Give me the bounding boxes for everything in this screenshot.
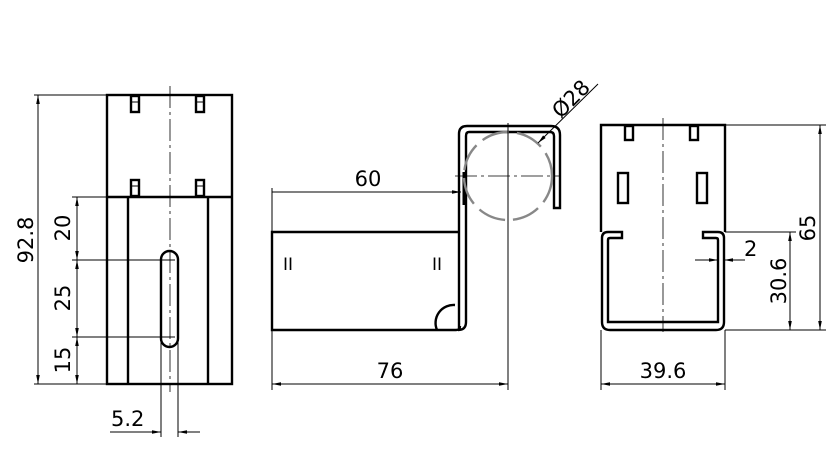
- mark-right: II: [432, 255, 442, 275]
- dim-thickness: 2: [744, 237, 757, 261]
- end-view: 65 30.6 2 39.6: [599, 118, 826, 390]
- dim-bottom: 15: [51, 347, 75, 374]
- dim-depth: 60: [355, 167, 382, 191]
- dim-total-width: 76: [377, 359, 404, 383]
- dim-slot: 25: [51, 285, 75, 312]
- front-outline: [105, 93, 234, 386]
- dim-channel-height: 30.6: [767, 258, 791, 305]
- side-body: [270, 230, 462, 332]
- dim-overall-height: 92.8: [14, 217, 38, 264]
- dim-width: 39.6: [640, 359, 687, 383]
- dim-diameter: Ø28: [547, 75, 595, 123]
- tabs: [129, 94, 206, 198]
- dim-slot-width: 5.2: [111, 407, 144, 431]
- hook-profile: [457, 124, 562, 332]
- mark-left: II: [283, 255, 293, 275]
- side-view: II II 60 76 Ø28: [270, 75, 599, 390]
- channel-profile: [600, 230, 726, 332]
- dim-height: 65: [796, 215, 820, 242]
- slot: [159, 249, 180, 349]
- dim-top: 20: [51, 215, 75, 242]
- front-view: 92.8 20 25 15 5.2: [14, 86, 234, 437]
